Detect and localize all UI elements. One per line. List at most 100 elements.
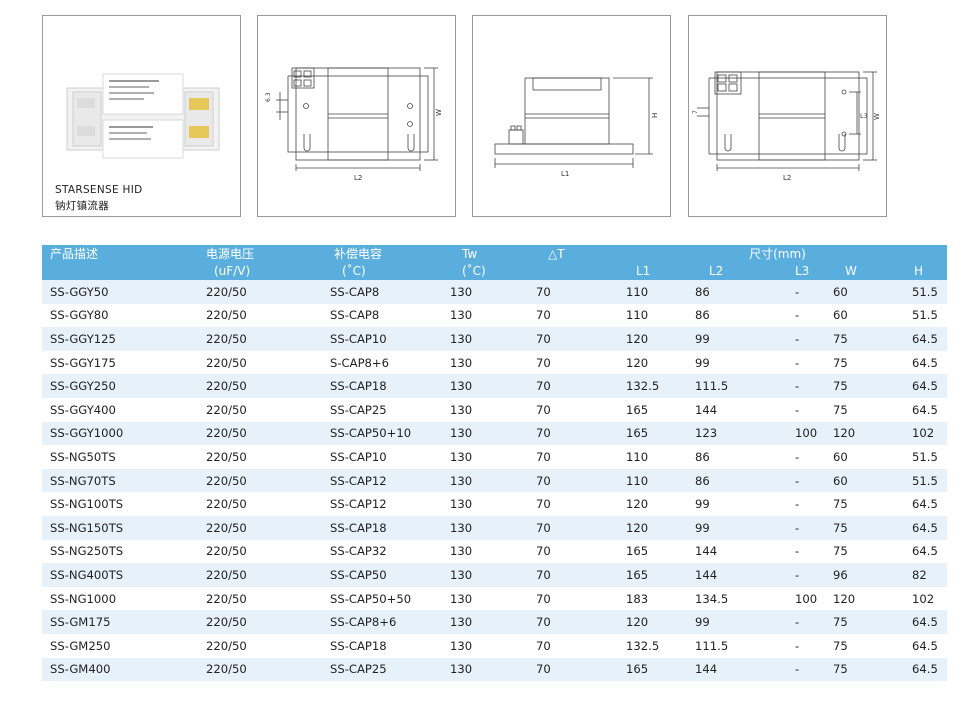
w-cell: 60 [829,303,894,328]
w-cell: 75 [829,350,894,375]
h-cell: 51.5 [894,303,947,328]
voltage-cell: 220/50 [184,397,326,422]
l3-cell: - [769,633,829,658]
delta-t-cell: 70 [532,327,608,351]
delta-t-cell: 70 [532,350,608,375]
capacitor-cell: SS-CAP50+50 [326,586,446,611]
model-cell: SS-NG70TS [42,468,184,493]
capacitor-cell: SS-CAP25 [326,397,446,422]
voltage-cell: 220/50 [184,539,326,564]
header-voltage: 电源电压 [184,245,326,262]
header-capacitor: 补偿电容 [326,245,446,262]
header-tw: Tw [446,245,532,262]
model-cell: SS-NG50TS [42,445,184,469]
voltage-cell: 220/50 [184,421,326,446]
model-cell: SS-NG150TS [42,515,184,540]
delta-t-cell: 70 [532,468,608,493]
h-cell: 64.5 [894,350,947,375]
l2-cell: 86 [691,445,769,469]
l3-cell: - [769,468,829,493]
voltage-cell: 220/50 [184,445,326,469]
dim-label-l2: L2 [354,174,362,182]
l3-cell: - [769,515,829,540]
tw-cell: 130 [446,445,532,469]
l3-cell: - [769,563,829,587]
ballast-spec-table: 产品描述 电源电压 补偿电容 Tw △T 尺寸(mm) (uF/V) (˚C) … [42,245,947,682]
tw-cell: 130 [446,280,532,304]
header-tw-unit: (˚C) [446,262,532,280]
h-cell: 64.5 [894,633,947,658]
header-delta-t: △T [532,245,608,262]
w-cell: 60 [829,280,894,304]
tw-cell: 130 [446,397,532,422]
dim-label-6.3: 6.3 [265,92,272,102]
tw-cell: 130 [446,610,532,634]
capacitor-cell: SS-CAP8 [326,303,446,328]
l1-cell: 120 [608,492,691,516]
delta-t-cell: 70 [532,586,608,611]
h-cell: 51.5 [894,445,947,469]
model-cell: SS-GGY50 [42,280,184,304]
header-h: H [894,262,947,280]
h-cell: 64.5 [894,515,947,540]
h-cell: 64.5 [894,610,947,634]
l3-cell: - [769,397,829,422]
l1-cell: 120 [608,515,691,540]
capacitor-cell: SS-CAP8+6 [326,610,446,634]
w-cell: 96 [829,563,894,587]
l3-cell: - [769,657,829,682]
delta-t-cell: 70 [532,397,608,422]
l3-cell: - [769,374,829,398]
l1-cell: 132.5 [608,374,691,398]
l1-cell: 110 [608,468,691,493]
l2-cell: 99 [691,515,769,540]
l3-cell: - [769,280,829,304]
l1-cell: 165 [608,657,691,682]
top-view-l3-drawing-panel: 7 L3 W L2 [688,15,887,217]
h-cell: 102 [894,586,947,611]
l2-cell: 111.5 [691,374,769,398]
header-w: W [829,262,894,280]
w-cell: 75 [829,327,894,351]
header-l1: L1 [608,262,691,280]
model-cell: SS-GM250 [42,633,184,658]
header-size: 尺寸(mm) [608,245,947,262]
tw-cell: 130 [446,374,532,398]
voltage-cell: 220/50 [184,586,326,611]
capacitor-cell: SS-CAP18 [326,633,446,658]
l2-cell: 144 [691,397,769,422]
capacitor-cell: SS-CAP18 [326,374,446,398]
h-cell: 51.5 [894,280,947,304]
l1-cell: 110 [608,280,691,304]
w-cell: 75 [829,633,894,658]
delta-t-cell: 70 [532,515,608,540]
h-cell: 64.5 [894,657,947,682]
w-cell: 120 [829,421,894,446]
ballast-product-image [66,73,220,159]
l2-cell: 99 [691,350,769,375]
delta-t-cell: 70 [532,657,608,682]
capacitor-cell: SS-CAP32 [326,539,446,564]
delta-t-cell: 70 [532,445,608,469]
l2-cell: 99 [691,492,769,516]
capacitor-cell: SS-CAP10 [326,445,446,469]
model-cell: SS-GM400 [42,657,184,682]
l1-cell: 120 [608,610,691,634]
header-capacitor-unit: (˚C) [326,262,446,280]
tw-cell: 130 [446,586,532,611]
dim-label-l1: L1 [561,170,569,178]
delta-t-cell: 70 [532,633,608,658]
voltage-cell: 220/50 [184,563,326,587]
tw-cell: 130 [446,633,532,658]
delta-t-cell: 70 [532,374,608,398]
dim-label-7: 7 [692,110,699,114]
